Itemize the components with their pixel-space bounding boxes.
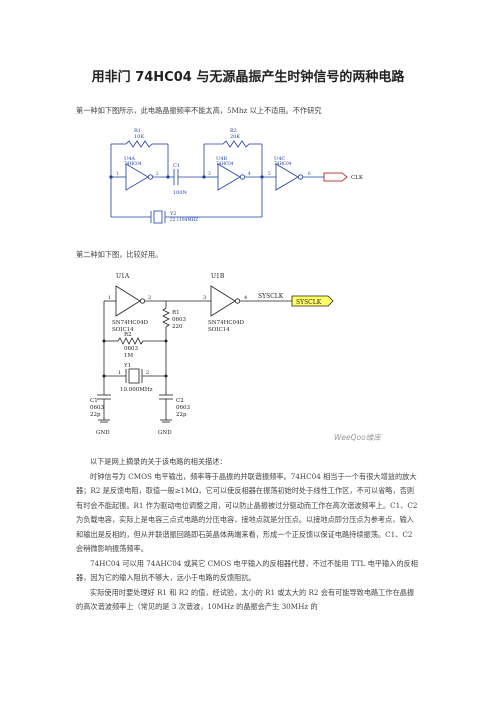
gnd-label-2: GND — [158, 430, 172, 436]
pin-4: 4 — [248, 171, 251, 176]
c2-package: 0603 — [176, 405, 190, 411]
y1-pin-2: 2 — [146, 370, 149, 376]
circuit-2-svg: U1A U1B 1 2 3 4 SN74HC04D SOIC14 SN74HC0… — [90, 273, 382, 442]
y1-label: Y1 — [123, 363, 131, 369]
u4a-label: U4A — [124, 156, 135, 162]
page-title: 用非门 74HC04 与无源晶振产生时钟信号的两种电路 — [91, 70, 405, 85]
c1-value: 22p — [90, 412, 101, 418]
u1a-pin-2: 2 — [148, 295, 151, 301]
r2-label: R2 — [124, 332, 132, 338]
watermark: WeeQoo维库 — [334, 433, 382, 442]
y1-value: 10.000MHz — [120, 387, 153, 393]
c1-label: C1 — [90, 398, 98, 404]
pin-3: 3 — [208, 171, 211, 176]
pin-5: 5 — [268, 171, 271, 176]
intro-paragraph-2: 第二种如下图，比较好用。 — [76, 250, 163, 259]
u1a-package: SOIC14 — [112, 327, 134, 333]
paragraph-3: 74HC04 可以用 74AHC04 或其它 CMOS 电平输入的反相器代替，不… — [76, 558, 418, 583]
paragraph-2: 时钟信号为 CMOS 电平输出，频率等于晶振的并联谐振频率。74HC04 相当于… — [76, 471, 418, 554]
c1-value: 100N — [173, 190, 188, 196]
r1-label: R1 — [172, 310, 180, 316]
u4b-part: 74HC04 — [216, 161, 234, 166]
sysclk-net-label: SYSCLK — [258, 293, 284, 300]
paragraph-4: 实际使用时要处理好 R1 和 R2 的值，经试验，太小的 R1 或太大的 R2 … — [76, 587, 415, 612]
paragraph-1: 以下是网上摘录的关于该电路的相关描述： — [90, 457, 227, 466]
pin-2: 2 — [156, 171, 159, 176]
u1b-pin-3: 3 — [203, 295, 206, 301]
y1-pin-1: 1 — [118, 370, 121, 376]
u1a-part: SN74HC04D — [112, 320, 149, 326]
r2-value: 1M — [124, 353, 133, 359]
u4c-label: U4C — [274, 156, 285, 162]
r2-label: R2 — [230, 128, 237, 134]
u4a-part: 74HC04 — [124, 161, 142, 166]
u1b-part: SN74HC04D — [208, 320, 245, 326]
u1b-pin-4: 4 — [244, 295, 247, 301]
r1-value: 220 — [172, 324, 183, 330]
u4c-part: 74HC04 — [274, 161, 292, 166]
gnd-label-1: GND — [96, 430, 110, 436]
u1a-pin-1: 1 — [108, 295, 111, 301]
circuit-diagram-1: R1 10K R2 20K U4A 74HC04 U4B 74HC04 U4C … — [86, 122, 382, 230]
r1-value: 10K — [134, 134, 144, 140]
r2-value: 20K — [230, 134, 240, 140]
y2-value: 22.1184MHZ — [170, 217, 198, 222]
r1-package: 0603 — [172, 317, 186, 323]
c2-value: 22p — [176, 412, 187, 418]
c1-label: C1 — [173, 163, 180, 169]
u1b-label: U1B — [211, 273, 225, 280]
clk-label: CLK — [351, 175, 364, 181]
u1a-label: U1A — [116, 273, 130, 280]
c2-label: C2 — [176, 398, 184, 404]
intro-paragraph-1: 第一种如下图所示，此电路晶振频率不能太高，5Mhz 以上不适用。不作研究 — [76, 106, 322, 115]
pin-1: 1 — [116, 171, 119, 176]
sysclk-port-label: SYSCLK — [296, 299, 322, 306]
u1b-package: SOIC14 — [208, 327, 230, 333]
y2-label: Y2 — [169, 211, 176, 217]
r1-label: R1 — [134, 128, 141, 134]
r2-package: 0603 — [124, 346, 138, 352]
body-text: 以下是网上摘录的关于该电路的相关描述： 时钟信号为 CMOS 电平输出，频率等于… — [76, 455, 420, 615]
pin-6: 6 — [308, 171, 311, 176]
c1-package: 0603 — [90, 405, 104, 411]
u4b-label: U4B — [216, 156, 227, 162]
circuit-diagram-2: U1A U1B 1 2 3 4 SN74HC04D SOIC14 SN74HC0… — [86, 268, 382, 446]
circuit-1-svg: R1 10K R2 20K U4A 74HC04 U4B 74HC04 U4C … — [109, 128, 364, 224]
